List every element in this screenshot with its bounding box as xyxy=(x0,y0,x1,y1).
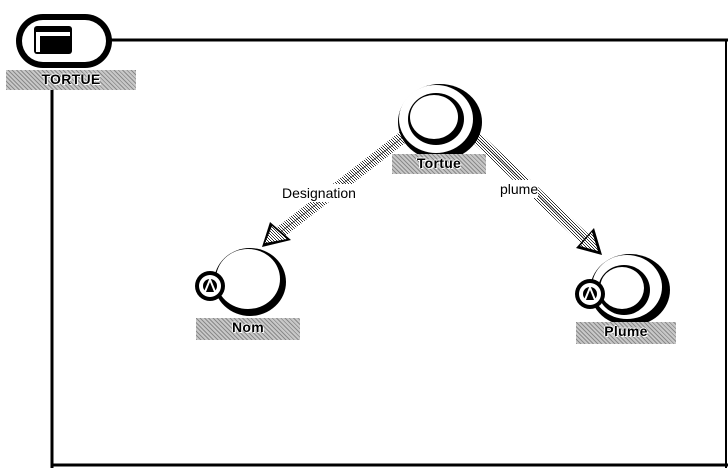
node-label-plume[interactable]: Plume xyxy=(576,322,676,344)
frame xyxy=(50,38,728,468)
edge-tortue-nom xyxy=(262,125,416,247)
node-plume[interactable] xyxy=(590,254,670,326)
window-title: TORTUE xyxy=(6,70,136,90)
window-icon[interactable] xyxy=(16,14,112,68)
attribute-a-icon xyxy=(195,271,225,301)
node-nom[interactable] xyxy=(214,248,286,316)
node-label-nom[interactable]: Nom xyxy=(196,318,300,340)
edge-label-designation: Designation xyxy=(282,184,356,202)
node-label-tortue[interactable]: Tortue xyxy=(392,154,486,174)
node-tortue[interactable] xyxy=(398,84,482,160)
attribute-a-icon xyxy=(575,279,605,309)
edge-label-plume: plume xyxy=(500,180,539,198)
